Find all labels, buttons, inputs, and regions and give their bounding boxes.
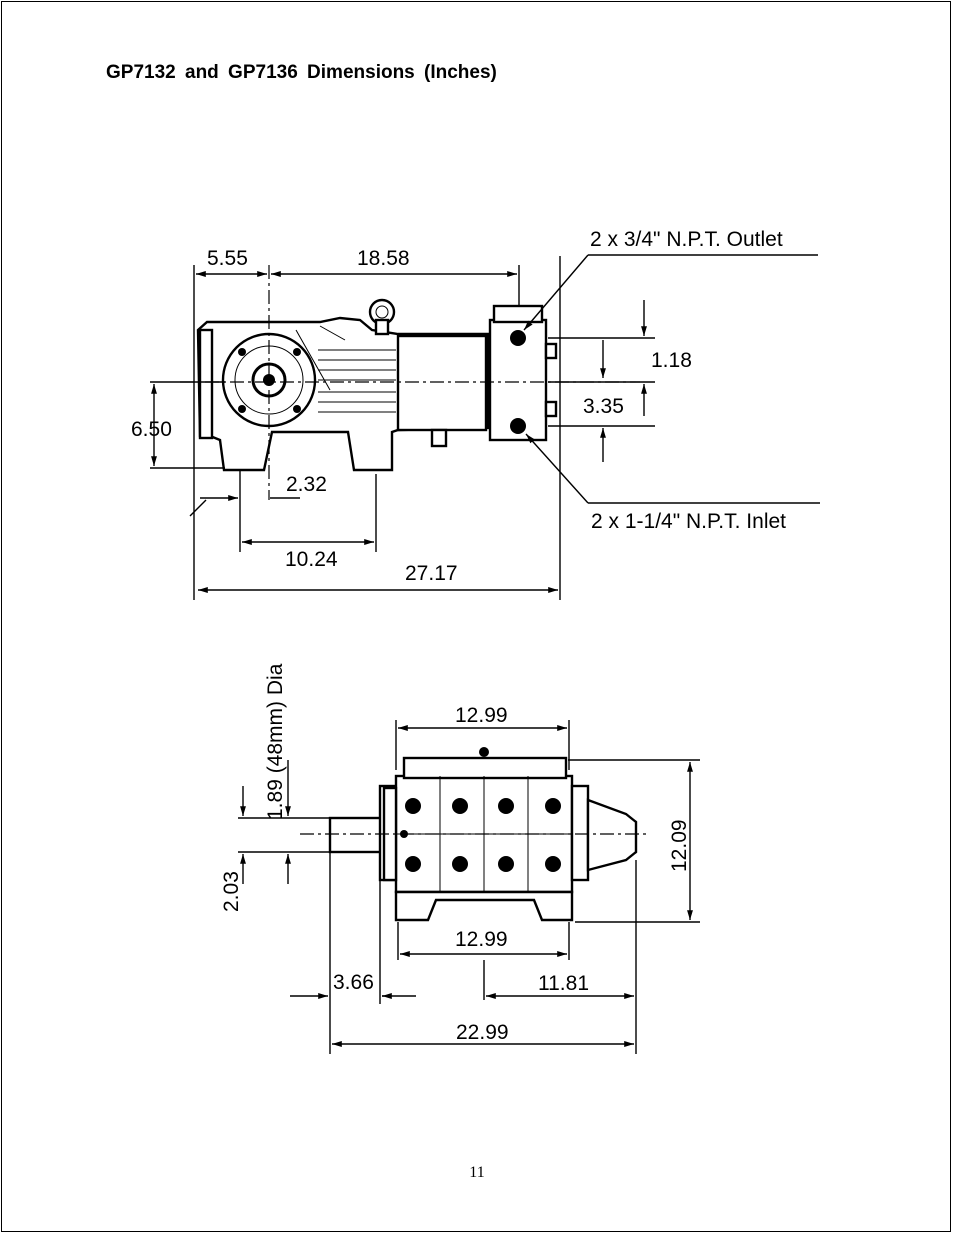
dim-10-24: 10.24 (285, 548, 338, 571)
dim-12-99-top: 12.99 (455, 704, 508, 727)
crankcase-ribs (295, 325, 396, 413)
inlet-port (510, 418, 526, 434)
side-view-drawing: 5.55 18.58 6.50 2.32 10.24 27.17 1.18 3.… (131, 228, 820, 600)
outlet-label: 2 x 3/4" N.P.T. Outlet (590, 228, 783, 251)
dim-shaft-diameter: 1.89 (48mm) Dia (264, 663, 287, 820)
gearbox-cover (586, 798, 638, 872)
dim-11-81: 11.81 (538, 972, 589, 995)
drive-shaft (328, 816, 384, 854)
dim-3-66: 3.66 (333, 971, 374, 994)
dim-12-09: 12.09 (668, 819, 691, 872)
page-title: GP7132 and GP7136 Dimensions (Inches) (106, 62, 497, 83)
dim-3-35: 3.35 (583, 395, 624, 418)
dim-1-18: 1.18 (651, 349, 692, 372)
dim-22-99: 22.99 (456, 1021, 509, 1044)
outlet-port (510, 330, 526, 346)
top-view-drawing: 12.99 12.99 12.09 1.89 (48mm) Dia 2.03 3… (220, 663, 700, 1054)
dim-2-03: 2.03 (220, 871, 243, 912)
dim-6-50: 6.50 (131, 418, 172, 441)
dim-2-32: 2.32 (286, 473, 327, 496)
plunger-bolts (400, 747, 561, 872)
dim-27-17: 27.17 (405, 562, 458, 585)
page-number: 11 (469, 1164, 485, 1181)
dim-5-55: 5.55 (207, 247, 248, 270)
manifold-top (402, 756, 568, 780)
crankcase-body (396, 334, 488, 432)
dim-18-58: 18.58 (357, 247, 410, 270)
inlet-label: 2 x 1-1/4" N.P.T. Inlet (591, 510, 786, 533)
dim-12-99-bottom: 12.99 (455, 928, 508, 951)
